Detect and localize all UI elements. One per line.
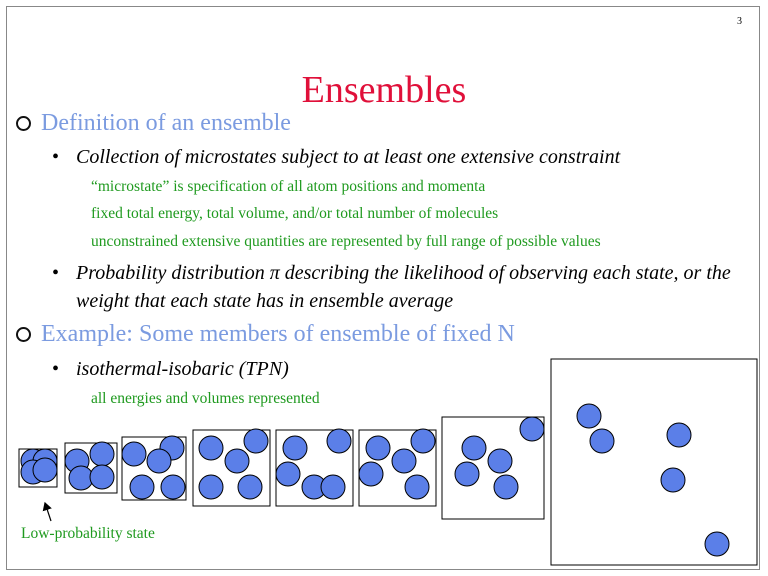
dot-bullet-icon: • — [52, 358, 60, 380]
ensemble-box-7 — [441, 416, 545, 520]
ensemble-box-5 — [275, 429, 354, 507]
slide-frame — [6, 6, 760, 570]
sub-bullet-probability: • Probability distribution π describing … — [52, 259, 732, 315]
page-number: 3 — [737, 16, 742, 27]
hollow-circle-bullet-icon — [16, 327, 31, 342]
molecules-box-8 — [576, 403, 730, 557]
dot-bullet-icon: • — [52, 262, 60, 284]
detail-microstate: “microstate” is specification of all ato… — [91, 178, 486, 195]
detail-unconstrained: unconstrained extensive quantities are r… — [91, 233, 601, 250]
ensemble-box-6 — [358, 429, 437, 507]
sub-bullet-collection-text: Collection of microstates subject to at … — [76, 146, 621, 168]
sub-bullet-isothermal: • isothermal-isobaric (TPN) — [52, 355, 512, 383]
dot-bullet-icon: • — [52, 146, 60, 168]
bullet-example: Example: Some members of ensemble of fix… — [16, 320, 515, 348]
molecules-box-3 — [121, 435, 186, 500]
arrow-icon — [42, 501, 52, 522]
molecules-box-4 — [198, 428, 269, 500]
molecules-box-2 — [64, 441, 115, 491]
ensemble-box-8 — [550, 358, 758, 566]
low-probability-label: Low-probability state — [21, 525, 155, 542]
molecules-box-6 — [358, 428, 436, 500]
detail-all-represented: all energies and volumes represented — [91, 390, 320, 407]
bullet-definition-text: Definition of an ensemble — [41, 110, 291, 136]
sub-bullet-isothermal-text: isothermal-isobaric (TPN) — [76, 358, 289, 380]
ensemble-box-2 — [64, 442, 118, 494]
molecules-box-5 — [275, 428, 352, 500]
molecules-box-1 — [20, 448, 58, 485]
sub-bullet-collection: • Collection of microstates subject to a… — [52, 143, 732, 171]
molecules-box-7 — [454, 416, 545, 500]
slide-title: Ensembles — [301, 69, 467, 111]
detail-fixed-quantities: fixed total energy, total volume, and/or… — [91, 205, 499, 222]
ensemble-box-4 — [192, 429, 271, 507]
bullet-definition: Definition of an ensemble — [16, 109, 291, 137]
sub-bullet-probability-text: Probability distribution π describing th… — [76, 262, 731, 312]
ensemble-box-3 — [121, 436, 187, 501]
bullet-example-text: Example: Some members of ensemble of fix… — [41, 321, 515, 347]
hollow-circle-bullet-icon — [16, 116, 31, 131]
